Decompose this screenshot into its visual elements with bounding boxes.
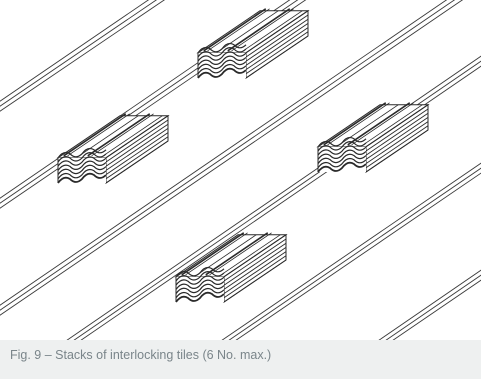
tile-ridge-line <box>207 8 270 52</box>
tile-side-edge <box>223 234 287 278</box>
tile-front-profile <box>197 55 247 66</box>
batten <box>221 162 481 340</box>
tile-side-edge <box>223 251 287 294</box>
tile-side-edge <box>223 247 287 290</box>
tile-front-profile <box>317 149 367 160</box>
tile-side-edge <box>245 10 309 54</box>
tile-front-profile <box>57 152 107 163</box>
batten <box>66 55 481 340</box>
tile-front-profile <box>175 275 225 286</box>
tile-side-edge <box>365 125 429 169</box>
tile-stack <box>174 232 288 303</box>
tile-side-edge <box>245 27 309 70</box>
tile-ridge-line <box>87 113 151 157</box>
tile-side-edge <box>245 18 309 62</box>
tile-front-profile <box>317 145 367 156</box>
tile-side-edge <box>245 31 309 75</box>
figure-caption: Fig. 9 – Stacks of interlocking tiles (6… <box>10 348 272 362</box>
tile-front-profile <box>57 160 107 171</box>
tile-ridge-line <box>240 10 303 54</box>
tile-front-profile <box>175 266 225 278</box>
tile-side-edge <box>365 129 429 173</box>
tile-front-profile <box>197 63 247 75</box>
tile-front-profile <box>197 42 247 54</box>
tile-side-edge <box>105 132 169 175</box>
tile-stack <box>316 102 430 173</box>
tile-ridge-line <box>67 113 130 157</box>
tile-ridge-line <box>347 102 411 146</box>
tile-side-edge <box>365 108 429 152</box>
tile-ridge-line <box>216 10 279 54</box>
tile-ridge-line <box>218 234 281 278</box>
tile-ridge-line <box>185 232 248 276</box>
tile-side-edge <box>365 104 429 148</box>
roof-battens <box>0 0 481 340</box>
tile-side-edge <box>245 14 309 58</box>
tile-front-profile <box>317 153 367 164</box>
tile-side-edge <box>105 140 169 184</box>
tile-front-profile <box>175 279 225 290</box>
batten <box>378 269 481 340</box>
tile-side-edge <box>105 136 169 180</box>
tile-ridge-line <box>203 8 267 52</box>
tile-side-edge <box>223 238 287 282</box>
tile-front-profile <box>317 161 367 173</box>
tile-front-profile <box>197 51 247 62</box>
tile-ridge-line <box>194 234 257 278</box>
tile-front-profile <box>197 67 247 79</box>
tile-side-edge <box>105 115 169 159</box>
tile-front-profile <box>197 59 247 70</box>
tile-front-profile <box>197 47 247 58</box>
tile-front-profile <box>175 291 225 303</box>
tile-ridge-line <box>351 102 414 146</box>
batten <box>0 0 464 316</box>
tile-front-profile <box>57 168 107 180</box>
tile-front-profile <box>57 147 107 159</box>
batten <box>0 0 165 112</box>
tile-side-edge <box>105 119 169 163</box>
tile-ridge-line <box>181 232 245 276</box>
tile-stacks <box>56 8 430 303</box>
tile-front-profile <box>175 283 225 294</box>
tile-front-profile <box>317 136 367 148</box>
tile-ridge-line <box>227 8 291 52</box>
tile-side-edge <box>365 117 429 160</box>
tile-ridge-line <box>63 113 127 157</box>
tile-side-edge <box>245 35 309 79</box>
tile-side-edge <box>223 259 287 303</box>
tile-side-edge <box>223 255 287 299</box>
roof-tile-stacks-drawing <box>0 0 481 340</box>
tile-ridge-line <box>336 104 399 148</box>
tile-front-profile <box>57 164 107 175</box>
tile-stack <box>56 113 170 184</box>
tile-ridge-line <box>100 115 163 159</box>
tile-ridge-line <box>327 102 390 146</box>
tile-side-edge <box>365 112 429 156</box>
tile-side-edge <box>105 128 169 171</box>
tile-stack <box>196 8 310 79</box>
tile-front-profile <box>317 157 367 169</box>
tile-side-edge <box>245 23 309 66</box>
tile-ridge-line <box>323 102 387 146</box>
tile-ridge-line <box>205 232 269 276</box>
tile-front-profile <box>317 141 367 152</box>
tile-ridge-line <box>76 115 139 159</box>
tile-front-profile <box>57 172 107 184</box>
tile-front-profile <box>175 271 225 282</box>
tile-side-edge <box>365 121 429 164</box>
tile-front-profile <box>175 287 225 299</box>
tile-ridge-line <box>91 113 154 157</box>
tile-ridge-line <box>360 104 423 148</box>
tile-ridge-line <box>209 232 272 276</box>
tile-front-profile <box>57 156 107 167</box>
tile-ridge-line <box>231 8 294 52</box>
tile-side-edge <box>223 242 287 286</box>
tile-side-edge <box>105 123 169 167</box>
